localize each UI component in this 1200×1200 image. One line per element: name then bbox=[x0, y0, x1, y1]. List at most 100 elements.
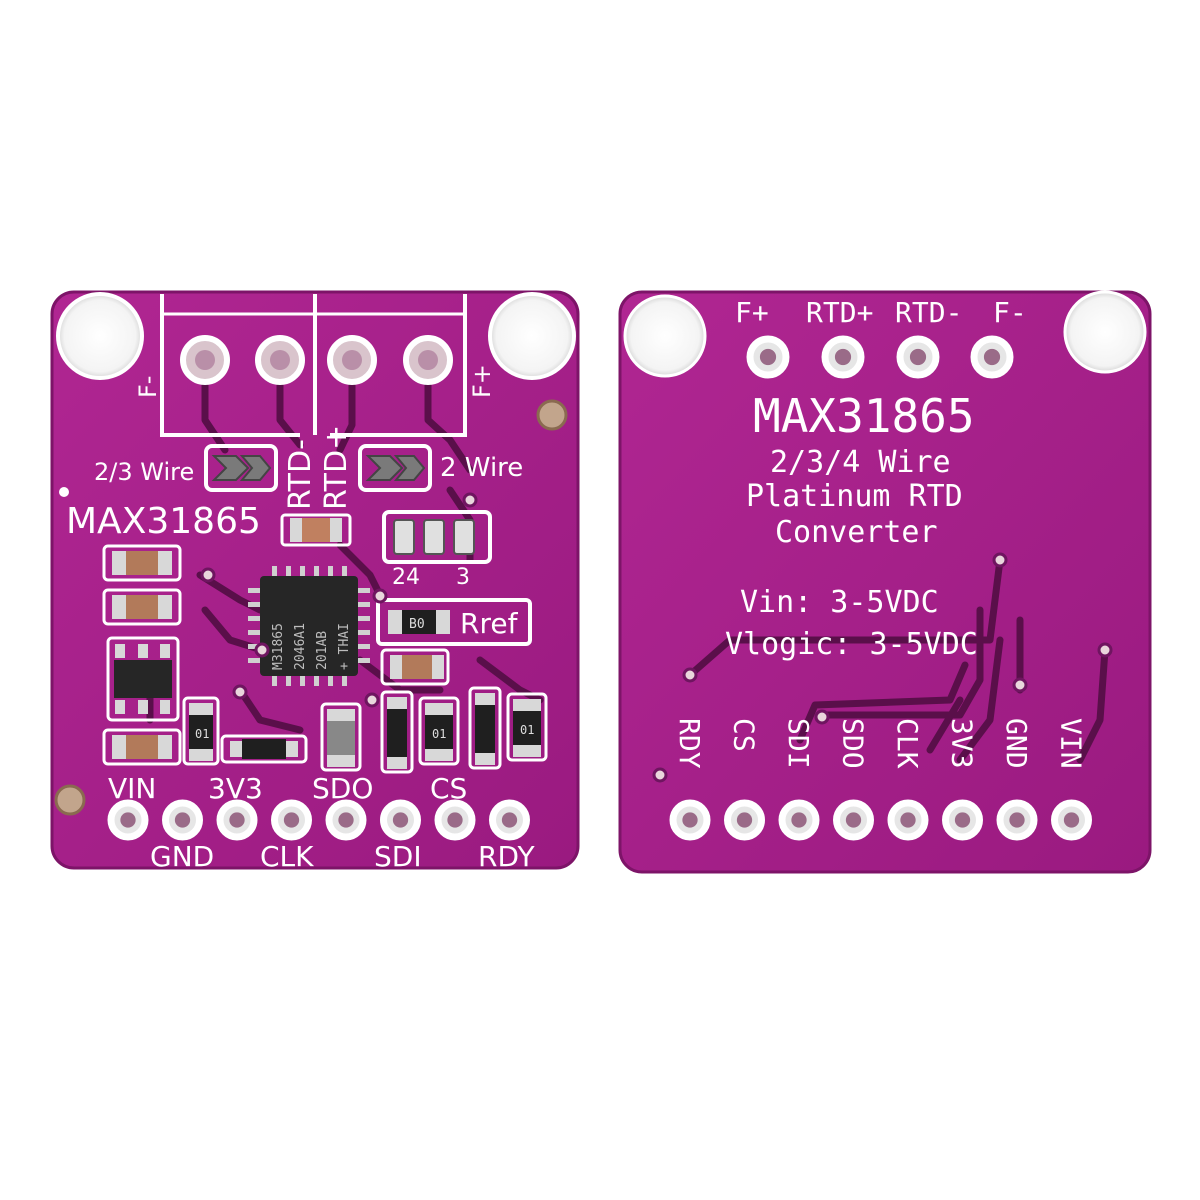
mosfet-1 bbox=[380, 690, 414, 774]
back-subtitle-2: Platinum RTD bbox=[746, 479, 963, 514]
chip-line-1: M31865 bbox=[271, 623, 286, 670]
front-pin-label-sdo: SDO bbox=[312, 772, 373, 805]
terminal-block-outline bbox=[160, 294, 467, 437]
resistor-r1: 01 bbox=[182, 696, 220, 766]
chip-line-2: 2046A1 bbox=[293, 623, 308, 670]
back-header-pins bbox=[669, 799, 1092, 841]
back-terminal-pad-2 bbox=[821, 335, 865, 379]
back-pin-1 bbox=[669, 799, 711, 841]
rref-label: Rref bbox=[460, 607, 519, 640]
resistor-r1-marking: 01 bbox=[195, 727, 209, 741]
front-board: F- F+ RTD- RTD+ 2/3 Wire 2 Wire MAX31865 bbox=[50, 290, 580, 873]
back-pin-label-sdo: SDO bbox=[837, 718, 870, 769]
front-pin-2 bbox=[162, 799, 203, 841]
back-terminal-pad-3 bbox=[896, 335, 940, 379]
back-pin-label-sdi: SDI bbox=[782, 718, 815, 769]
back-spec-vlogic: Vlogic: 3-5VDC bbox=[725, 627, 978, 662]
chip-line-3: 201AB bbox=[315, 631, 330, 670]
front-via-left bbox=[54, 784, 86, 816]
front-pin-label-cs: CS bbox=[430, 772, 467, 805]
front-pin-6 bbox=[380, 799, 421, 841]
front-pin-label-clk: CLK bbox=[260, 840, 314, 873]
back-spec-vin: Vin: 3-5VDC bbox=[740, 585, 939, 620]
rref-resistor: B0 bbox=[376, 598, 532, 646]
back-pin-labels: RDY CS SDI SDO CLK 3V3 GND VIN bbox=[673, 718, 1088, 769]
resistor-r3: 01 bbox=[506, 692, 548, 762]
front-pin-label-rdy: RDY bbox=[478, 840, 535, 873]
jumper-2-wire bbox=[358, 444, 432, 492]
pad-label-left: 24 bbox=[392, 565, 420, 590]
back-top-label-fplus: F+ bbox=[735, 296, 769, 329]
back-pin-label-clk: CLK bbox=[891, 718, 924, 769]
back-pin-label-3v3: 3V3 bbox=[946, 718, 979, 769]
back-pin-5 bbox=[887, 799, 929, 841]
back-top-label-rtdminus: RTD- bbox=[895, 296, 962, 329]
jumper-2-3-wire bbox=[204, 444, 278, 492]
max31865-chip: M31865 2046A1 201AB + THAI bbox=[248, 566, 370, 686]
back-mount-hole-left bbox=[623, 294, 707, 378]
front-mount-hole-right bbox=[488, 292, 576, 380]
front-header-pins bbox=[107, 799, 530, 841]
back-title: MAX31865 bbox=[753, 389, 975, 443]
back-board: F+ RTD+ RTD- F- MAX31865 2/3/4 Wire Plat… bbox=[618, 290, 1152, 874]
resistor-r2: 01 bbox=[418, 696, 460, 766]
back-terminal-pad-1 bbox=[746, 335, 790, 379]
front-pin-1 bbox=[107, 799, 149, 841]
back-pin-3 bbox=[778, 799, 820, 841]
front-pin-label-vin: VIN bbox=[108, 772, 156, 805]
front-pin-label-3v3: 3V3 bbox=[208, 772, 263, 805]
front-pin-4 bbox=[271, 799, 312, 841]
capacitor-sdo bbox=[320, 702, 362, 772]
back-pin-8 bbox=[1051, 799, 1092, 841]
jumper-label-left: 2/3 Wire bbox=[94, 458, 194, 486]
wire-select-pads bbox=[382, 510, 492, 564]
front-pin-3 bbox=[216, 799, 258, 841]
back-pin-4 bbox=[833, 799, 874, 841]
back-pin-label-rdy: RDY bbox=[673, 718, 706, 769]
back-pcb bbox=[618, 290, 1152, 874]
back-pin-label-cs: CS bbox=[728, 718, 761, 752]
terminal-label-right: F+ bbox=[468, 364, 496, 398]
rtd-minus-label: RTD- bbox=[283, 439, 318, 510]
chip-line-4: + THAI bbox=[337, 623, 352, 670]
back-pin-label-gnd: GND bbox=[1000, 718, 1033, 769]
front-pin-5 bbox=[325, 799, 367, 841]
back-terminal-pads bbox=[746, 335, 1014, 379]
front-vias bbox=[200, 492, 478, 708]
pad-label-right: 3 bbox=[456, 565, 470, 590]
terminal-label-left: F- bbox=[134, 376, 162, 398]
capacitor-left-1 bbox=[102, 544, 182, 582]
diode bbox=[220, 734, 308, 764]
back-pin-7 bbox=[996, 799, 1038, 841]
mosfet-2 bbox=[468, 686, 502, 770]
rtd-resistor bbox=[280, 513, 352, 547]
back-top-label-fminus: F- bbox=[993, 296, 1027, 329]
front-pin-label-sdi: SDI bbox=[374, 840, 422, 873]
back-subtitle-1: 2/3/4 Wire bbox=[770, 445, 951, 480]
front-pin-8 bbox=[489, 799, 530, 841]
resistor-r3-marking: 01 bbox=[520, 723, 534, 737]
back-pin-2 bbox=[724, 799, 765, 841]
back-pin-6 bbox=[942, 799, 983, 841]
back-subtitle-3: Converter bbox=[775, 515, 938, 550]
rref-marking: B0 bbox=[409, 617, 425, 632]
jumper-label-right: 2 Wire bbox=[440, 453, 523, 483]
front-pin-7 bbox=[434, 799, 476, 841]
capacitor-left-2 bbox=[102, 588, 182, 626]
back-terminal-pad-4 bbox=[970, 335, 1014, 379]
capacitor-left-3 bbox=[102, 728, 182, 766]
front-title: MAX31865 bbox=[66, 501, 261, 542]
capacitor-rref bbox=[380, 648, 450, 686]
resistor-r2-marking: 01 bbox=[432, 727, 446, 741]
back-mount-hole-right bbox=[1063, 290, 1147, 374]
front-pin-label-gnd: GND bbox=[150, 840, 214, 873]
back-vias bbox=[652, 552, 1113, 783]
terminal-pads bbox=[180, 335, 453, 385]
voltage-regulator bbox=[106, 636, 180, 722]
back-top-label-rtdplus: RTD+ bbox=[806, 296, 873, 329]
front-mount-hole-left bbox=[56, 292, 144, 380]
pin1-dot bbox=[59, 487, 69, 497]
back-pin-label-vin: VIN bbox=[1055, 718, 1088, 769]
front-via-right bbox=[536, 399, 568, 431]
